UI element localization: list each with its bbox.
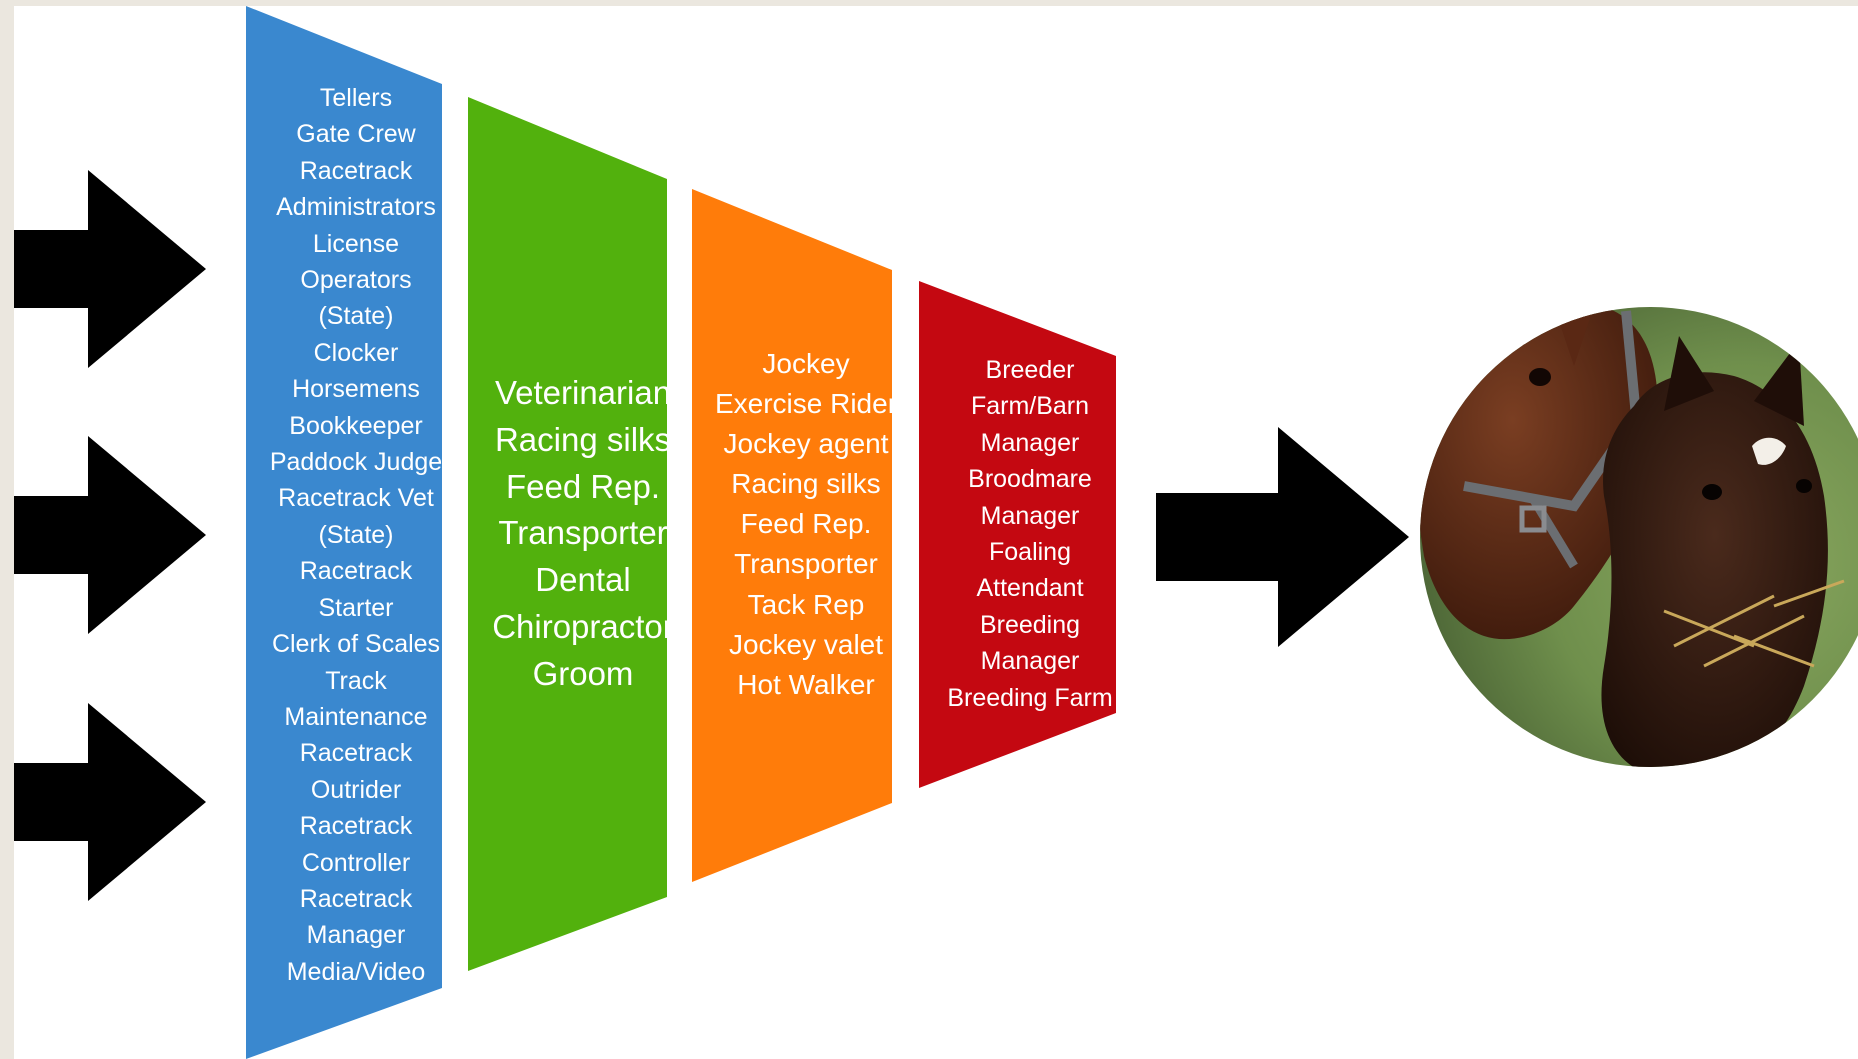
panel-green (468, 97, 667, 971)
red-role-label: Attendant (976, 574, 1084, 603)
red-role-label: Breeding Farm (947, 683, 1113, 712)
blue-role-label: Maintenance (284, 702, 428, 731)
mare-head-shape (1420, 307, 1658, 640)
orange-role-label: Jockey valet (728, 628, 884, 660)
hay-wisps (1663, 579, 1845, 668)
foal-blaze-shape (1752, 437, 1786, 465)
panel-orange (692, 189, 892, 882)
blue-role-label: Gate Crew (296, 120, 416, 149)
red-role-label: Broodmare (968, 465, 1092, 494)
blue-role-label: License (312, 229, 400, 258)
blue-role-label: Racetrack (299, 884, 413, 913)
red-role-label: Manager (980, 501, 1080, 530)
blue-role-label: Racetrack (299, 557, 413, 586)
red-role-label: Manager (980, 428, 1080, 457)
blue-role-label: (State) (318, 520, 394, 549)
green-role-label: Dental (535, 561, 631, 599)
panel-blue (246, 6, 442, 1059)
red-role-label: Farm/Barn (970, 392, 1090, 421)
blue-role-label: Controller (301, 848, 411, 877)
green-role-label: Racing silks (494, 420, 672, 458)
green-role-label: Veterinarian (494, 374, 672, 411)
blue-role-label: Starter (318, 593, 394, 622)
blue-role-label: Manager (306, 921, 406, 950)
orange-role-label: Feed Rep. (740, 508, 872, 540)
blue-role-label: Operators (300, 266, 412, 295)
orange-role-label: Tack Rep (747, 588, 865, 620)
blue-role-label: Bookkeeper (289, 411, 423, 440)
green-role-label: Feed Rep. (505, 467, 661, 505)
orange-role-label: Jockey agent (723, 428, 889, 460)
input-arrow-top-icon (14, 170, 206, 368)
green-role-label: Transporter (498, 514, 668, 552)
orange-role-label: Exercise Rider (714, 388, 898, 420)
blue-role-label: Paddock Judge (269, 448, 443, 477)
red-role-label: Breeding (979, 610, 1081, 639)
panel-red (919, 281, 1116, 788)
career-funnel-diagram (14, 6, 1858, 1059)
blue-role-label: Horsemens (292, 375, 420, 404)
red-role-label: Manager (980, 647, 1080, 676)
orange-role-label: Hot Walker (737, 668, 875, 700)
mare-and-foal-photo (1420, 307, 1858, 767)
blue-role-label: Media/Video (286, 957, 426, 986)
orange-role-label: Jockey (762, 348, 850, 379)
orange-role-label: Transporter (734, 548, 878, 580)
red-role-label: Foaling (989, 538, 1071, 567)
input-arrow-middle-icon (14, 436, 206, 634)
green-role-label: Chiropractor (492, 607, 674, 645)
output-arrow-icon (1156, 427, 1409, 647)
blue-role-label: Outrider (310, 775, 402, 804)
blue-role-label: Tellers (319, 84, 393, 112)
red-role-label: Breeder (985, 356, 1075, 384)
green-role-label: Groom (532, 654, 634, 692)
blue-role-label: Clerk of Scales (271, 630, 441, 659)
blue-role-label: Racetrack (299, 156, 413, 185)
blue-role-label: (State) (318, 302, 394, 331)
input-arrows (14, 170, 206, 901)
blue-role-label: Racetrack Vet (278, 484, 434, 513)
blue-role-label: Racetrack (299, 812, 413, 841)
blue-role-label: Administrators (276, 193, 436, 222)
orange-role-label: Racing silks (731, 468, 881, 500)
blue-role-label: Track (325, 666, 387, 695)
foal-shape (1601, 372, 1828, 767)
blue-role-label: Racetrack (299, 739, 413, 768)
blue-role-label: Clocker (313, 338, 399, 367)
input-arrow-bottom-icon (14, 703, 206, 901)
